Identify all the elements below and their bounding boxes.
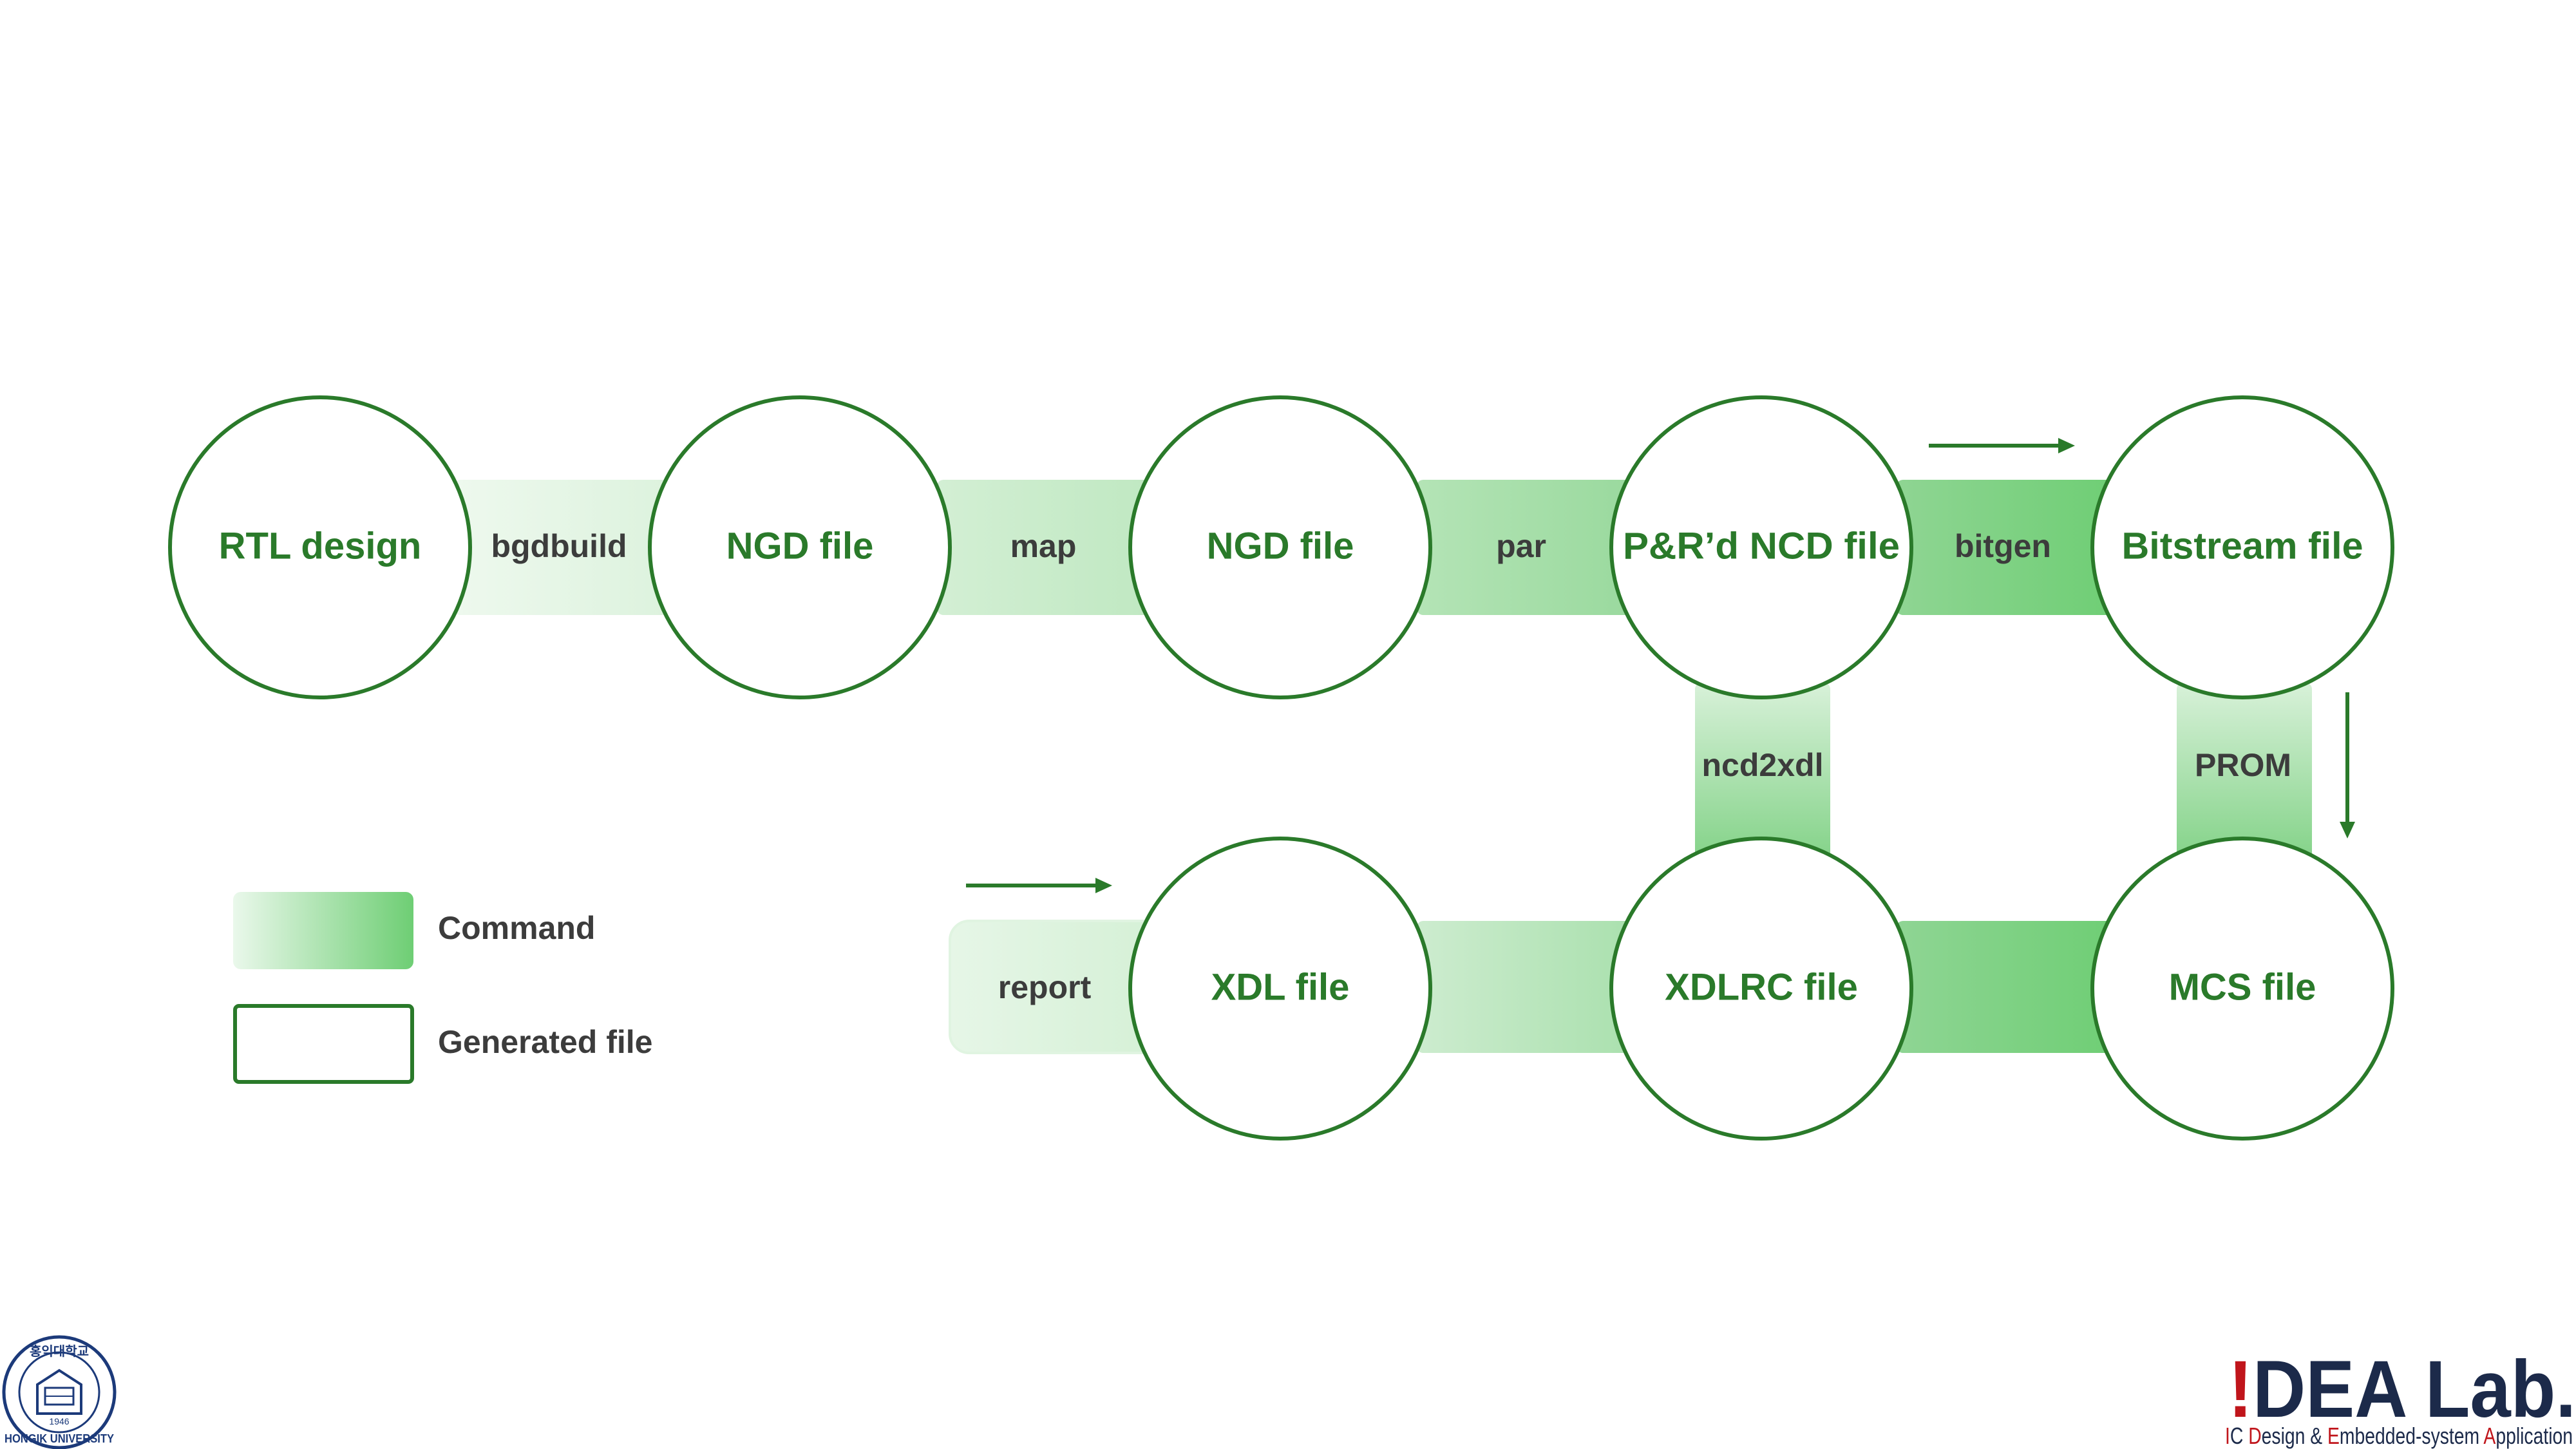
lab-tag-a: A: [2483, 1423, 2496, 1449]
seal-korean-text: 홍익대학교: [30, 1343, 89, 1359]
node-label-ngd1: NGD file: [726, 525, 874, 567]
cmd-label-ncd2xdl: ncd2xdl: [1702, 747, 1824, 783]
lab-logo-name: DEA Lab.: [2253, 1345, 2576, 1434]
arrow-down-icon: [2340, 692, 2355, 838]
svg-text:IC Design & Embedded-system Ap: IC Design & Embedded-system Application: [2225, 1423, 2573, 1449]
node-label-ngd2: NGD file: [1207, 525, 1354, 567]
command-band-xdl-xdlrc: [1417, 921, 1639, 1053]
node-xdlrc-file: [1609, 837, 1913, 1141]
university-seal-logo: 홍익대학교 1946 HONGIK UNIVERSITY: [2, 1335, 117, 1449]
command-band-bgdbuild: [454, 480, 676, 615]
command-band-xdlrc-mcs: [1897, 921, 2119, 1053]
lab-tag-esign: esign &: [2262, 1423, 2327, 1449]
node-label-xdl: XDL file: [1211, 966, 1350, 1008]
lab-tag-d: D: [2248, 1423, 2261, 1449]
arrow-right-icon: [966, 878, 1112, 893]
lab-tag-c: C: [2230, 1423, 2248, 1449]
command-band-prom: [2177, 683, 2312, 869]
seal-year-text: 1946: [49, 1416, 69, 1426]
command-band-ncd2xdl: [1695, 683, 1830, 869]
svg-text:!DEA Lab.: !DEA Lab.: [2228, 1345, 2576, 1434]
node-ngd-file-2: [1128, 395, 1432, 699]
command-band-map: [937, 480, 1159, 615]
cmd-label-bgdbuild: bgdbuild: [491, 528, 627, 564]
cmd-label-par: par: [1496, 528, 1546, 564]
lab-tag-pplication: pplication: [2496, 1423, 2573, 1449]
cmd-label-bitgen: bitgen: [1955, 528, 2051, 564]
node-ncd-file: [1609, 395, 1913, 699]
cmd-label-report: report: [998, 969, 1092, 1005]
lab-tag-i: I: [2225, 1423, 2230, 1449]
legend-command-swatch: [233, 892, 413, 969]
node-label-bitstream: Bitstream file: [2122, 525, 2363, 567]
node-label-mcs: MCS file: [2169, 966, 2316, 1008]
node-label-rtl: RTL design: [219, 525, 422, 567]
command-band-bitgen: [1897, 480, 2119, 615]
node-rtl-design: [168, 395, 472, 699]
node-bitstream-file: [2090, 395, 2394, 699]
command-band-par: [1417, 480, 1639, 615]
lab-tag-e: E: [2327, 1423, 2340, 1449]
node-xdl-file: [1128, 837, 1432, 1141]
cmd-label-prom: PROM: [2195, 747, 2291, 783]
lab-logo-bang: !: [2228, 1345, 2253, 1434]
arrow-right-icon: [1929, 438, 2075, 453]
seal-university-text: HONGIK UNIVERSITY: [5, 1432, 114, 1445]
legend-file-swatch: [233, 1004, 414, 1084]
legend-file-label: Generated file: [438, 1024, 652, 1060]
node-label-ncd: P&R’d NCD file: [1623, 525, 1900, 567]
node-ngd-file-1: [648, 395, 952, 699]
lab-logo: !DEA Lab. IC Design & Embedded-system Ap…: [2225, 1345, 2576, 1449]
node-label-xdlrc: XDLRC file: [1665, 966, 1858, 1008]
cmd-label-map: map: [1010, 528, 1077, 564]
legend-command-label: Command: [438, 910, 595, 946]
node-mcs-file: [2090, 837, 2394, 1141]
lab-tag-mbedded: mbedded-system: [2340, 1423, 2484, 1449]
